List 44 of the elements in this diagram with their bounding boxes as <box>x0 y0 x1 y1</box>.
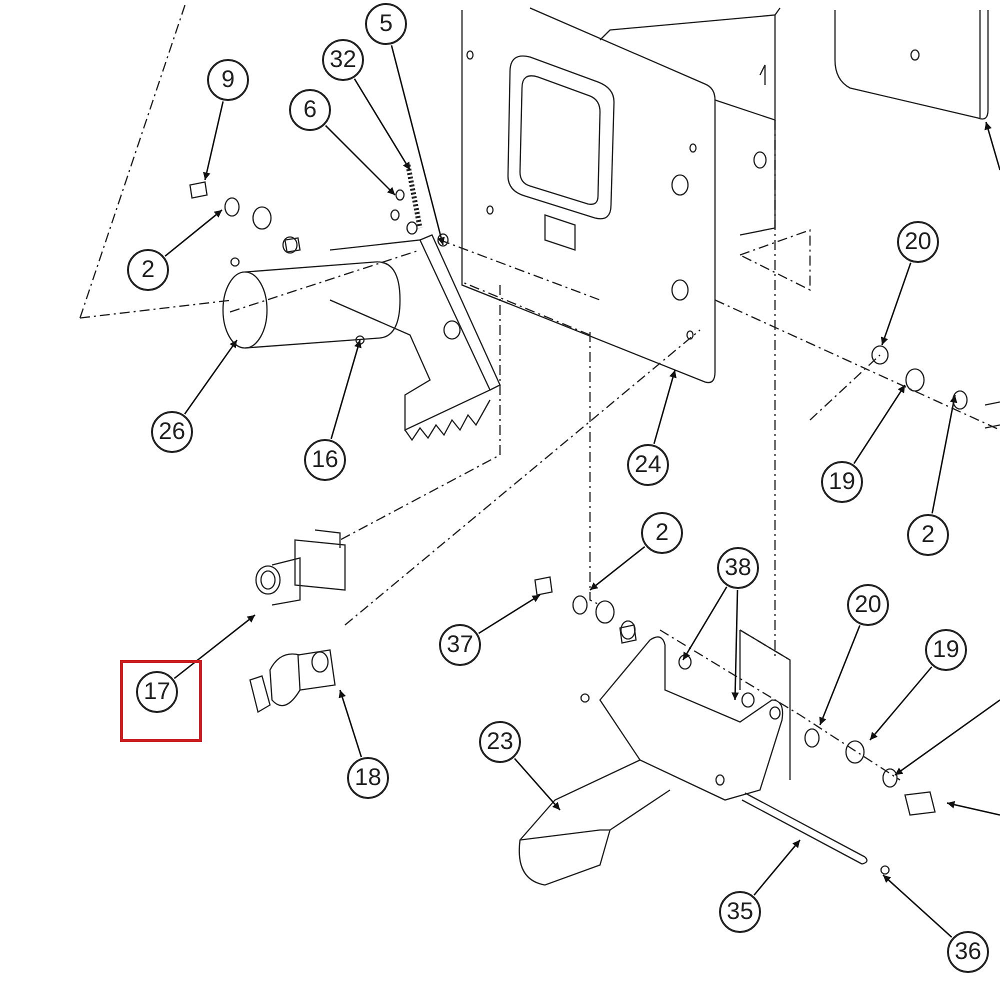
leader-line <box>653 370 677 444</box>
callout-number: 2 <box>641 512 683 554</box>
leader-line <box>731 590 739 700</box>
leader-line <box>174 614 256 679</box>
callout-number: 16 <box>304 439 346 481</box>
callout-number: 2 <box>127 249 169 291</box>
leader-line <box>869 666 932 740</box>
leader-line <box>819 625 861 726</box>
leader-line <box>354 78 411 170</box>
leader-line <box>338 690 362 758</box>
leader-line <box>330 340 362 440</box>
callout-number: 18 <box>347 757 389 799</box>
callout-number: 32 <box>322 39 364 81</box>
leader-line <box>184 340 238 414</box>
highlight-frame <box>120 660 202 742</box>
leader-line <box>203 101 224 180</box>
leader-line <box>931 394 958 514</box>
callout-number: 19 <box>925 629 967 671</box>
leader-line <box>325 125 396 196</box>
callout-number: 35 <box>719 891 761 933</box>
callout-number: 5 <box>365 3 407 45</box>
callout-number: 2 <box>907 514 949 556</box>
callout-number: 9 <box>207 59 249 101</box>
leader-line <box>882 874 952 938</box>
leader-line <box>682 586 728 660</box>
callout-number: 20 <box>897 221 939 263</box>
callout-number: 19 <box>821 461 863 503</box>
leader-line <box>880 262 912 346</box>
leader-line <box>164 209 222 257</box>
callout-number: 6 <box>289 89 331 131</box>
leader-line <box>754 840 801 896</box>
callout-number: 23 <box>479 721 521 763</box>
leader-line <box>590 546 646 591</box>
callout-number: 24 <box>627 444 669 486</box>
callout-number: 20 <box>847 584 889 626</box>
callout-number: 37 <box>439 624 481 666</box>
leader-line <box>390 45 445 246</box>
callout-number: 26 <box>151 411 193 453</box>
leader-line <box>514 758 561 810</box>
callout-number: 36 <box>947 931 989 973</box>
leader-line <box>478 594 540 634</box>
callout-number: 38 <box>717 547 759 589</box>
leader-line <box>853 384 906 464</box>
callout-number: 17 <box>136 671 178 713</box>
